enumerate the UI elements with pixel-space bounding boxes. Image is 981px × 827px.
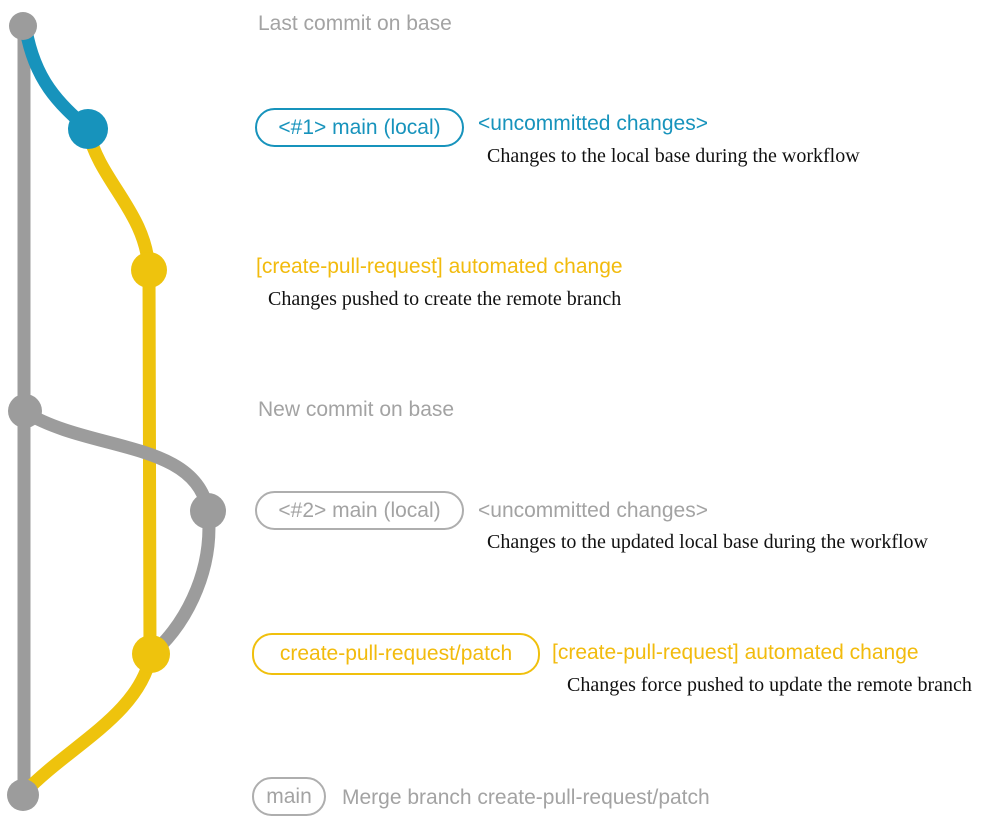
commit-dot-last-base	[9, 12, 37, 40]
commit-dot-local-main-1	[68, 109, 108, 149]
commit-dot-merge	[7, 779, 39, 811]
uncommitted-changes-note-2: <uncommitted changes>	[478, 499, 708, 522]
branch-badge-main-local-2: <#2> main (local)	[255, 491, 464, 530]
patch-branch-line	[81, 129, 157, 655]
commit-dot-patch-force-push	[132, 635, 170, 673]
new-commit-label: New commit on base	[258, 398, 455, 421]
commit-message-automated-change-2: [create-pull-request] automated change	[552, 641, 919, 664]
patch-merge-curve	[19, 653, 158, 798]
updated-local-main-curve	[21, 406, 215, 513]
description-local-base-changes: Changes to the local base during the wor…	[487, 145, 860, 167]
description-updated-local-base-changes: Changes to the updated local base during…	[487, 531, 928, 553]
branch-badge-main: main	[252, 777, 326, 816]
description-push-create-branch: Changes pushed to create the remote bran…	[268, 288, 622, 310]
uncommitted-changes-note-1: <uncommitted changes>	[478, 112, 708, 135]
commit-dot-patch-push	[131, 252, 167, 288]
last-commit-label: Last commit on base	[258, 12, 452, 35]
commit-dot-local-main-2	[190, 493, 226, 529]
commit-message-merge: Merge branch create-pull-request/patch	[342, 786, 710, 809]
branch-badge-main-local-1: <#1> main (local)	[255, 108, 464, 147]
commit-dot-new-base	[8, 394, 42, 428]
branch-badge-create-pull-request-patch: create-pull-request/patch	[252, 633, 540, 675]
updated-local-main-curve-down	[146, 510, 216, 660]
commit-message-automated-change-1: [create-pull-request] automated change	[256, 255, 623, 278]
description-force-push-update-branch: Changes force pushed to update the remot…	[567, 674, 972, 696]
